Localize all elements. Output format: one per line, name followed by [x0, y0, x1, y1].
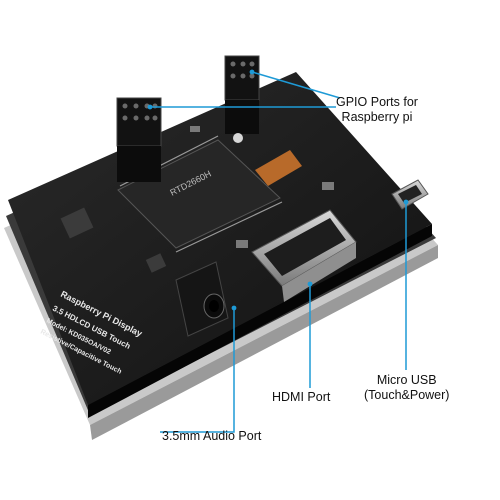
pcb-board [8, 72, 432, 405]
ribbon-connector [255, 150, 302, 186]
usb-callout-line-1: Micro USB [376, 373, 437, 387]
gpio-callout-line-2: Raspberry pi [341, 110, 413, 124]
audio-callout-line [160, 308, 235, 433]
gpio-header-right [224, 55, 260, 134]
main-chip [117, 139, 281, 249]
lcd-panel-edge [90, 245, 438, 440]
pcb-edge [88, 224, 432, 418]
gpio-callout-label: GPIO Ports for Raspberry pi [336, 95, 418, 125]
hdmi-connector [251, 209, 357, 302]
usb-callout-line-2: (Touch&Power) [364, 388, 450, 402]
smd-components [60, 126, 334, 273]
usb-callout-label: Micro USB (Touch&Power) [364, 373, 449, 403]
hdmi-callout-label: HDMI Port [272, 390, 331, 404]
gpio-header-left [116, 97, 162, 182]
gpio-callout-line-right [251, 71, 341, 99]
audio-callout-label: 3.5mm Audio Port [162, 429, 262, 443]
callout-lines [150, 71, 407, 433]
micro-usb-connector [391, 179, 429, 210]
callout-dots [147, 69, 409, 311]
audio-jack [175, 261, 229, 337]
gpio-callout-line-1: GPIO Ports for [336, 95, 418, 109]
